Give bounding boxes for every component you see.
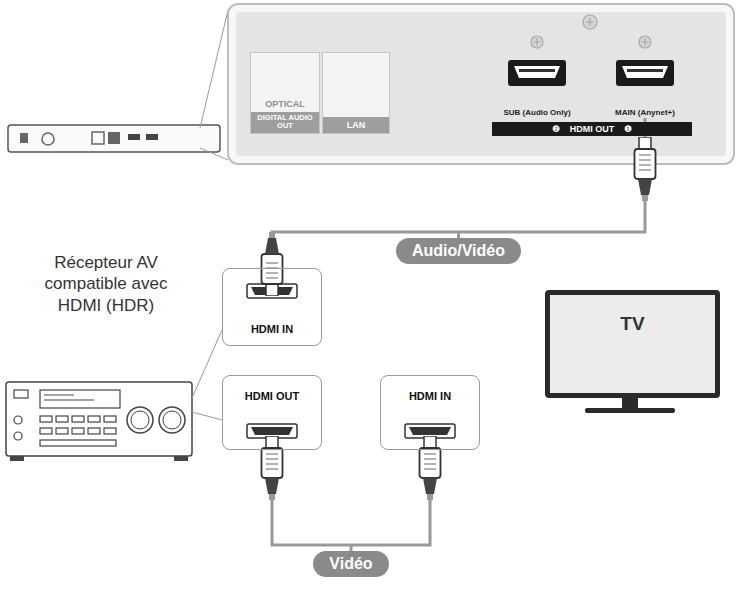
tv-neck (622, 397, 638, 409)
label-stubs (351, 232, 459, 553)
receiver-knob (127, 407, 153, 433)
hdmi-port-icons (247, 284, 455, 438)
hdmi-port-main (616, 60, 674, 86)
node-text: SUB (Audio Only) (503, 109, 570, 118)
player-body (8, 125, 220, 152)
tv-base (585, 408, 675, 413)
zoom-line (200, 10, 228, 128)
receiver-knob (131, 411, 149, 429)
hdmi-port: SUB (Audio Only) (492, 52, 582, 118)
hdmi-socket (247, 424, 297, 438)
hdmi-cable (272, 118, 645, 268)
node-text: HDMI IN (251, 323, 293, 335)
av-receiver (6, 330, 222, 461)
hdmi-socket (251, 427, 293, 435)
node-text: HDMI IN (409, 390, 451, 402)
player-lan (108, 132, 120, 144)
node-text: ❷ (552, 125, 560, 134)
receiver-foot (174, 456, 188, 461)
hdmi-socket (508, 60, 566, 86)
player-power (20, 133, 28, 143)
node-text: DIGITAL AUDIO OUT (251, 112, 319, 133)
receiver-foot (10, 456, 24, 461)
connection-box: HDMI OUT (222, 375, 322, 450)
hdmi-plug (635, 137, 656, 201)
node-text: OPTICAL (251, 99, 319, 109)
receiver-knob (163, 411, 181, 429)
hdmi-socket (514, 66, 560, 78)
tv-screen: TV (545, 290, 720, 398)
receiver-buttons (40, 416, 116, 446)
hdmi-pins (519, 69, 555, 72)
receiver-knob (159, 407, 185, 433)
hdmi-plug (420, 436, 441, 500)
tv-stand (585, 397, 675, 413)
cable-label: Audio/Vidéo (396, 238, 521, 264)
node-text: ❶ (624, 125, 632, 134)
node-text: TV (620, 313, 644, 335)
receiver-body (6, 382, 192, 456)
hdmi-socket (622, 66, 668, 78)
hdmi-port: MAIN (Anynet+) (600, 52, 690, 118)
hdmi-plug (262, 436, 283, 500)
lan-port-box: LAN (322, 52, 390, 134)
node-text: MAIN (Anynet+) (615, 109, 675, 118)
hdmi-cable (272, 450, 430, 545)
hdmi-socket (405, 424, 455, 438)
receiver-button (14, 432, 22, 440)
receiver-display-lines (44, 395, 94, 400)
leader-line (192, 412, 222, 420)
receiver-button (14, 390, 28, 398)
hdmi-plug (262, 232, 283, 296)
rear-panel (236, 12, 726, 156)
player-hdmi (128, 134, 140, 140)
player-optical (92, 132, 104, 144)
screws (531, 15, 651, 48)
zoom-frame (228, 4, 734, 164)
screw-cross (533, 18, 649, 46)
connection-box: HDMI IN (380, 375, 480, 450)
node-text: HDMI OUT (245, 390, 299, 402)
hdmi-socket (409, 427, 451, 435)
connection-box: HDMI IN (222, 268, 322, 346)
receiver-button (14, 416, 22, 424)
port-group-band: ❷ HDMI OUT ❶ (492, 122, 692, 136)
optical-port-box: OPTICAL DIGITAL AUDIO OUT (250, 52, 320, 134)
zoom-line (200, 148, 228, 160)
hdmi-pins (627, 69, 663, 72)
node-text: HDMI OUT (570, 125, 615, 134)
device-label: Récepteur AV compatible avec HDMI (HDR) (30, 252, 182, 316)
node-text: LAN (323, 117, 389, 133)
hdmi-socket (616, 60, 674, 86)
leader-line (192, 330, 222, 398)
player-fan (42, 133, 54, 145)
bluray-player (8, 10, 228, 160)
cable-label: Vidéo (313, 551, 388, 577)
player-hdmi (146, 134, 158, 140)
hdmi-port-sub (508, 60, 566, 86)
receiver-display (40, 390, 120, 408)
